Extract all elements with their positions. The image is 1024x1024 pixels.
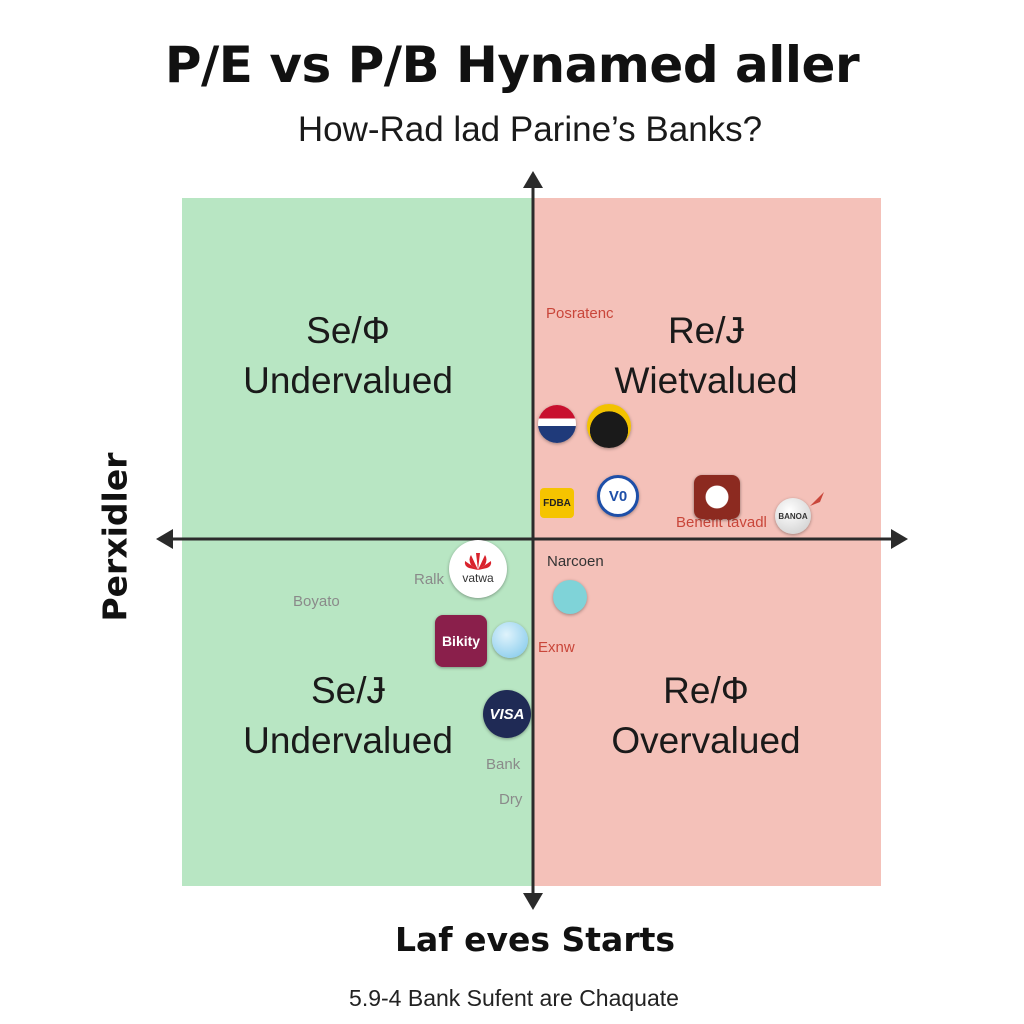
bank-logo-square-red-icon bbox=[694, 475, 740, 519]
x-axis-label: Laf eves Starts bbox=[394, 920, 676, 959]
quadrant-bottom-right bbox=[534, 540, 881, 886]
annotation-posratenc: Posratenc bbox=[546, 305, 614, 322]
quadrant-label-top-left-line2: Undervalued bbox=[243, 360, 453, 401]
quadrant-label-top-right-line2: Wietvalued bbox=[614, 360, 798, 401]
quadrant-label-bottom-right-line2: Overvalued bbox=[611, 720, 801, 761]
x-axis-arrow-right bbox=[891, 529, 908, 549]
vatwa-text: vatwa bbox=[462, 571, 494, 585]
quadrant-label-bottom-left-line2: Undervalued bbox=[243, 720, 453, 761]
y-axis-label: Perxidler bbox=[95, 452, 135, 622]
annotation-bank: Bank bbox=[486, 756, 521, 773]
annotation-boyato: Boyato bbox=[293, 593, 340, 610]
chart-subtitle: How-Rad lad Parine’s Banks? bbox=[297, 110, 763, 149]
quadrant-label-bottom-left: Se/Ɉ Undervalued bbox=[188, 666, 508, 766]
annotation-narcoen: Narcoen bbox=[547, 553, 604, 570]
quadrant-label-top-right: Re/Ɉ Wietvalued bbox=[546, 306, 866, 406]
bank-logo-visa-icon: VISA bbox=[483, 690, 531, 738]
bank-logo-red-blue-icon bbox=[538, 405, 576, 443]
chart-title: P/E vs P/B Hynamed aller bbox=[164, 36, 860, 94]
annotation-exnw: Exnw bbox=[538, 639, 575, 656]
annotation-ralk: Ralk bbox=[414, 571, 445, 588]
footnote: 5.9-4 Bank Sufent are Chaquate bbox=[349, 985, 679, 1011]
huawei-petal-icon bbox=[464, 553, 492, 570]
annotation-dry: Dry bbox=[499, 791, 523, 808]
quadrant-label-top-left-line1: Se/Ф bbox=[306, 310, 390, 351]
bank-logo-bikity-icon: Bikity bbox=[435, 615, 487, 667]
red-arrow-icon bbox=[810, 492, 824, 506]
quadrant-label-top-left: Se/Ф Undervalued bbox=[188, 306, 508, 406]
bank-logo-teal-icon bbox=[553, 580, 587, 614]
bank-logo-fdba-icon: FDBA bbox=[540, 488, 574, 518]
bank-logo-vo-icon: V0 bbox=[597, 475, 639, 517]
quadrant-label-bottom-right-line1: Re/Ф bbox=[663, 670, 749, 711]
quadrant-label-bottom-left-line1: Se/Ɉ bbox=[310, 670, 386, 711]
bank-logo-black-yellow-icon bbox=[587, 404, 631, 448]
quadrant-label-top-right-line1: Re/Ɉ bbox=[667, 310, 745, 351]
bank-logo-banoa-icon: BANOA bbox=[775, 498, 811, 534]
x-axis-arrow-left bbox=[156, 529, 173, 549]
quadrant-label-bottom-right: Re/Ф Overvalued bbox=[546, 666, 866, 766]
y-axis-arrow-bottom bbox=[523, 893, 543, 910]
bank-logo-vatwa-icon: vatwa bbox=[449, 540, 507, 598]
bank-logo-lightblue-icon bbox=[492, 622, 528, 658]
quadrant-top-left bbox=[182, 198, 532, 538]
y-axis-arrow-top bbox=[523, 171, 543, 188]
